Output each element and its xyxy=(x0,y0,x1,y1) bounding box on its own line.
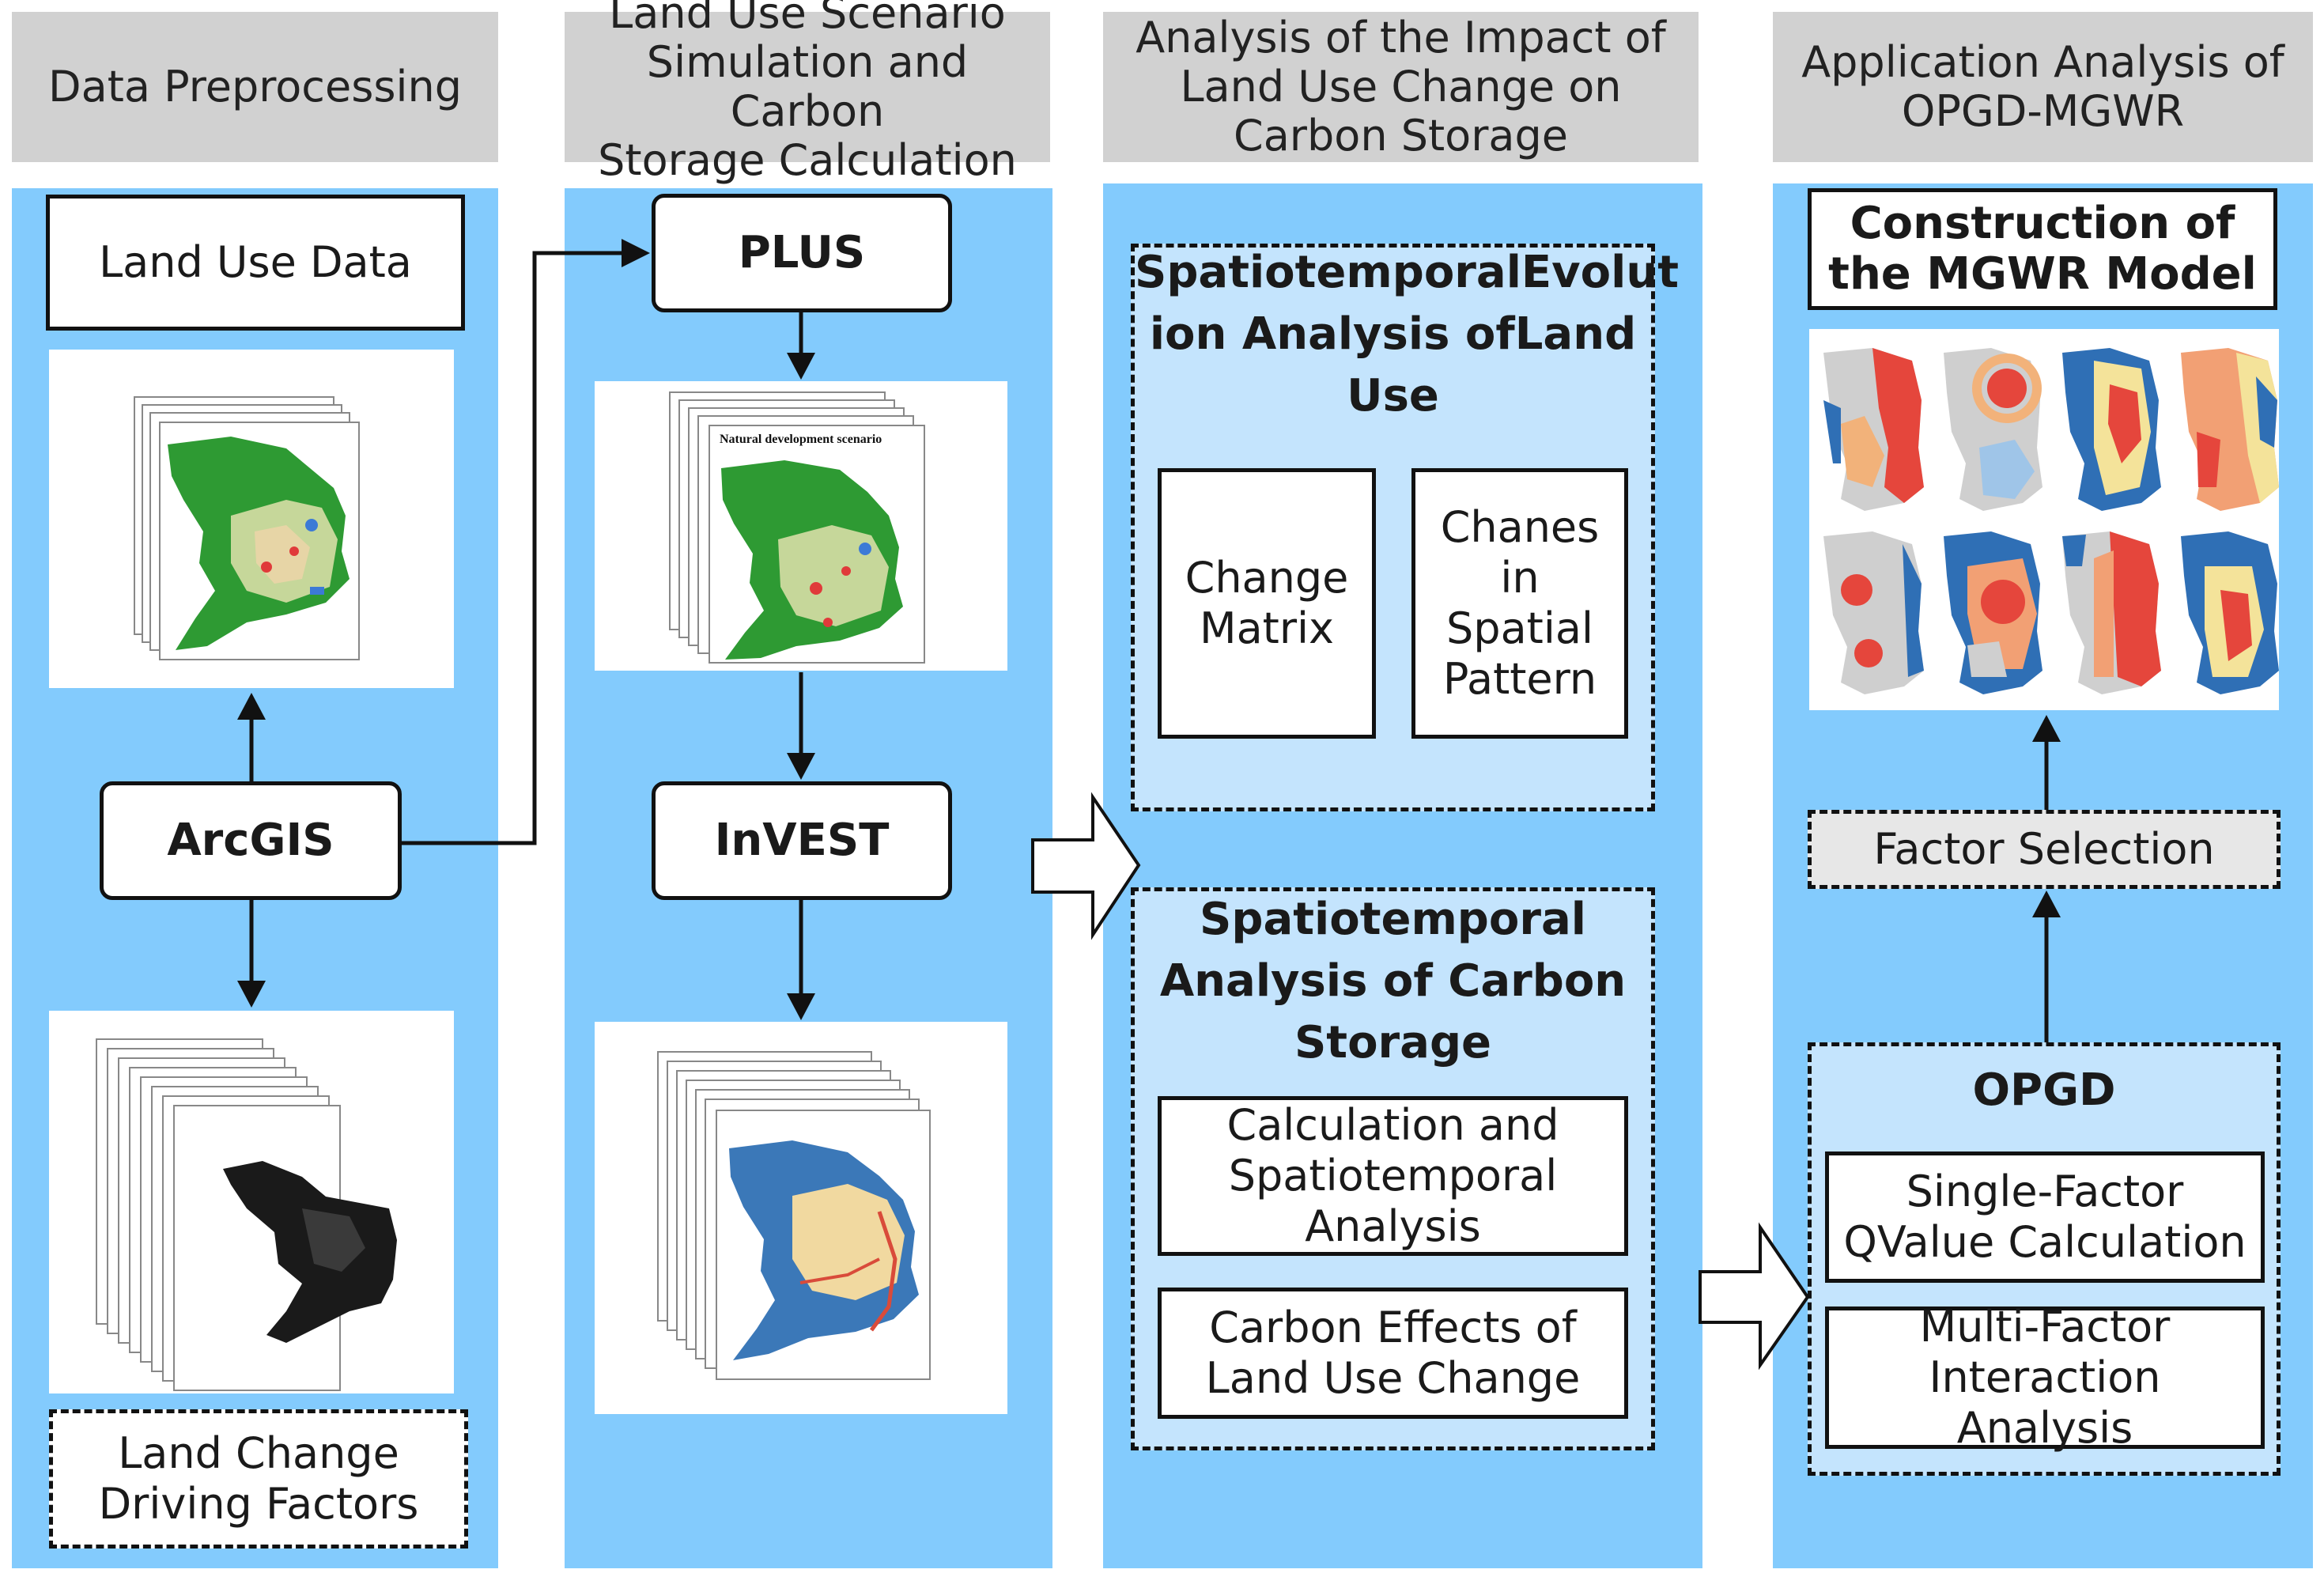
invest-label: InVEST xyxy=(714,815,890,866)
header-opgd-mgwr-label: Application Analysis of OPGD-MGWR xyxy=(1801,37,2284,136)
calc-analysis-box: Calculation and Spatiotemporal Analysis xyxy=(1158,1096,1628,1256)
land-use-data-label: Land Use Data xyxy=(99,237,412,287)
scenario-map-image: Natural development scenario xyxy=(595,381,1007,671)
mgwr-coefficient-maps-image xyxy=(1809,329,2279,710)
invest-box: InVEST xyxy=(652,781,952,900)
carbon-storage-map-image xyxy=(595,1022,1007,1414)
header-impact-analysis: Analysis of the Impact of Land Use Chang… xyxy=(1103,12,1699,162)
header-opgd-mgwr: Application Analysis of OPGD-MGWR xyxy=(1773,12,2313,162)
factor-selection-label: Factor Selection xyxy=(1873,824,2215,874)
land-use-data-box: Land Use Data xyxy=(46,195,465,331)
spatial-pattern-label: Chanes in Spatial Pattern xyxy=(1440,502,1600,704)
arcgis-label: ArcGIS xyxy=(167,815,334,866)
carbon-effects-box: Carbon Effects of Land Use Change xyxy=(1158,1288,1628,1419)
driving-factors-image xyxy=(49,1011,454,1393)
scenario-caption: Natural development scenario xyxy=(720,433,882,446)
multi-factor-box: Multi-Factor Interaction Analysis xyxy=(1825,1302,2265,1453)
land-use-evolution-title: SpatiotemporalEvolut ion Analysis ofLand… xyxy=(1135,247,1679,422)
mgwr-model-label: Construction of the MGWR Model xyxy=(1828,198,2257,300)
land-use-map-image xyxy=(49,350,454,688)
arcgis-box: ArcGIS xyxy=(100,781,402,900)
header-data-preprocessing: Data Preprocessing xyxy=(12,12,498,162)
header-scenario-simulation-label: Land Use Scenario Simulation and Carbon … xyxy=(598,0,1017,185)
header-impact-analysis-label: Analysis of the Impact of Land Use Chang… xyxy=(1136,13,1666,161)
spatial-pattern-box: Chanes in Spatial Pattern xyxy=(1411,468,1628,739)
driving-factors-label: Land Change Driving Factors xyxy=(98,1428,419,1529)
change-matrix-box: Change Matrix xyxy=(1158,468,1376,739)
plus-label: PLUS xyxy=(738,227,866,278)
header-scenario-simulation: Land Use Scenario Simulation and Carbon … xyxy=(565,0,1050,185)
carbon-effects-label: Carbon Effects of Land Use Change xyxy=(1205,1303,1581,1403)
mgwr-model-box: Construction of the MGWR Model xyxy=(1808,188,2277,310)
single-factor-label: Single-Factor QValue Calculation xyxy=(1843,1167,2247,1267)
change-matrix-label: Change Matrix xyxy=(1185,553,1349,653)
plus-box: PLUS xyxy=(652,194,952,312)
calc-analysis-label: Calculation and Spatiotemporal Analysis xyxy=(1226,1100,1559,1251)
factor-selection-box: Factor Selection xyxy=(1808,810,2281,889)
multi-factor-label: Multi-Factor Interaction Analysis xyxy=(1919,1302,2171,1453)
header-data-preprocessing-label: Data Preprocessing xyxy=(48,62,462,112)
driving-factors-box: Land Change Driving Factors xyxy=(49,1409,468,1549)
single-factor-box: Single-Factor QValue Calculation xyxy=(1825,1151,2265,1283)
carbon-storage-title: Spatiotemporal Analysis of Carbon Storag… xyxy=(1159,894,1627,1068)
opgd-title: OPGD xyxy=(1972,1064,2116,1116)
